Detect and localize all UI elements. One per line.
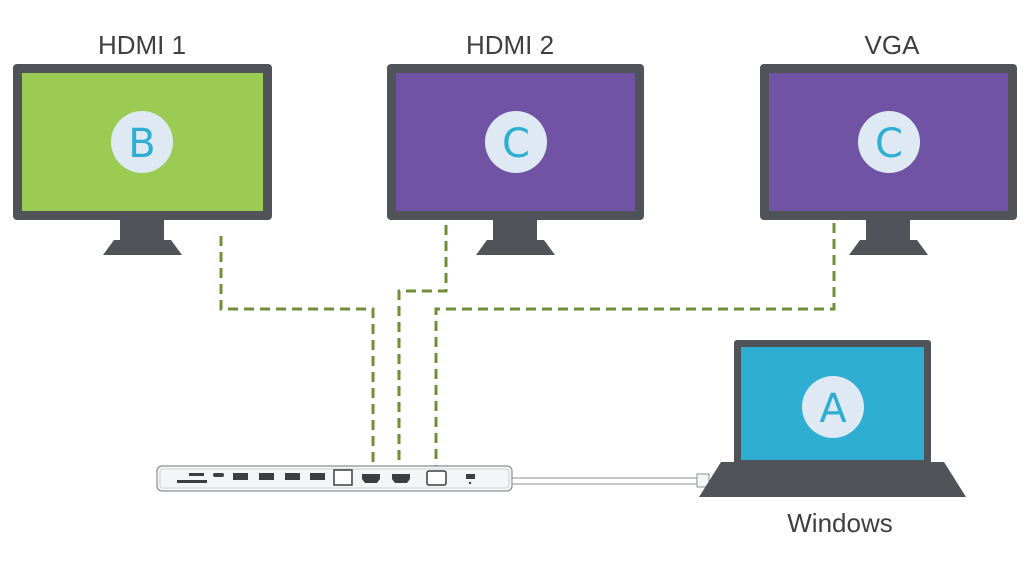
laptop-base (699, 462, 966, 497)
usb-c-port (213, 473, 224, 477)
hdmi-port-1 (362, 474, 380, 483)
usb-a-port (285, 473, 300, 480)
monitor-label-vga: VGA (864, 30, 920, 60)
monitor-label-hdmi-1: HDMI 1 (97, 30, 187, 60)
micro-sd-slot (189, 473, 204, 476)
usb-c-host-cable (511, 473, 710, 488)
display-badge-letter: B (128, 121, 155, 167)
cable-hdmi-1 (219, 236, 375, 468)
monitor-neck (493, 220, 537, 240)
usb-a-port (259, 473, 274, 480)
monitor-base (849, 240, 928, 255)
status-led (468, 481, 472, 485)
usb-a-port (233, 473, 248, 480)
usb-a-port (310, 473, 325, 480)
monitor-neck (120, 220, 164, 240)
laptop-label: Windows (787, 508, 893, 538)
vga-port (426, 470, 447, 486)
monitor-hdmi-1: B (13, 64, 272, 255)
dock-inner-edge (159, 468, 510, 489)
monitor-hdmi-2: C (387, 64, 644, 255)
cable-vga (434, 223, 836, 468)
display-badge-letter: A (819, 386, 847, 432)
display-badge (485, 111, 547, 173)
monitor-label-hdmi-2: HDMI 2 (465, 30, 555, 60)
hdmi-port-2 (392, 474, 410, 483)
cable-hdmi-2 (397, 225, 448, 468)
display-badge (802, 376, 864, 438)
monitor-vga: C (760, 64, 1017, 255)
monitor-base (476, 240, 555, 255)
monitor-neck (866, 220, 910, 240)
display-badge (858, 111, 920, 173)
display-badge-letter: C (875, 121, 903, 167)
host-cable (511, 477, 699, 485)
ethernet-port (333, 469, 353, 486)
audio-port (466, 474, 475, 479)
cables (219, 223, 836, 468)
display-badge (111, 111, 173, 173)
host-cable-plug (696, 473, 710, 488)
sd-card-slot (177, 480, 207, 483)
display-badge-letter: C (502, 121, 530, 167)
monitor-base (103, 240, 182, 255)
laptop-windows: A (699, 340, 966, 497)
docking-station (156, 465, 513, 492)
